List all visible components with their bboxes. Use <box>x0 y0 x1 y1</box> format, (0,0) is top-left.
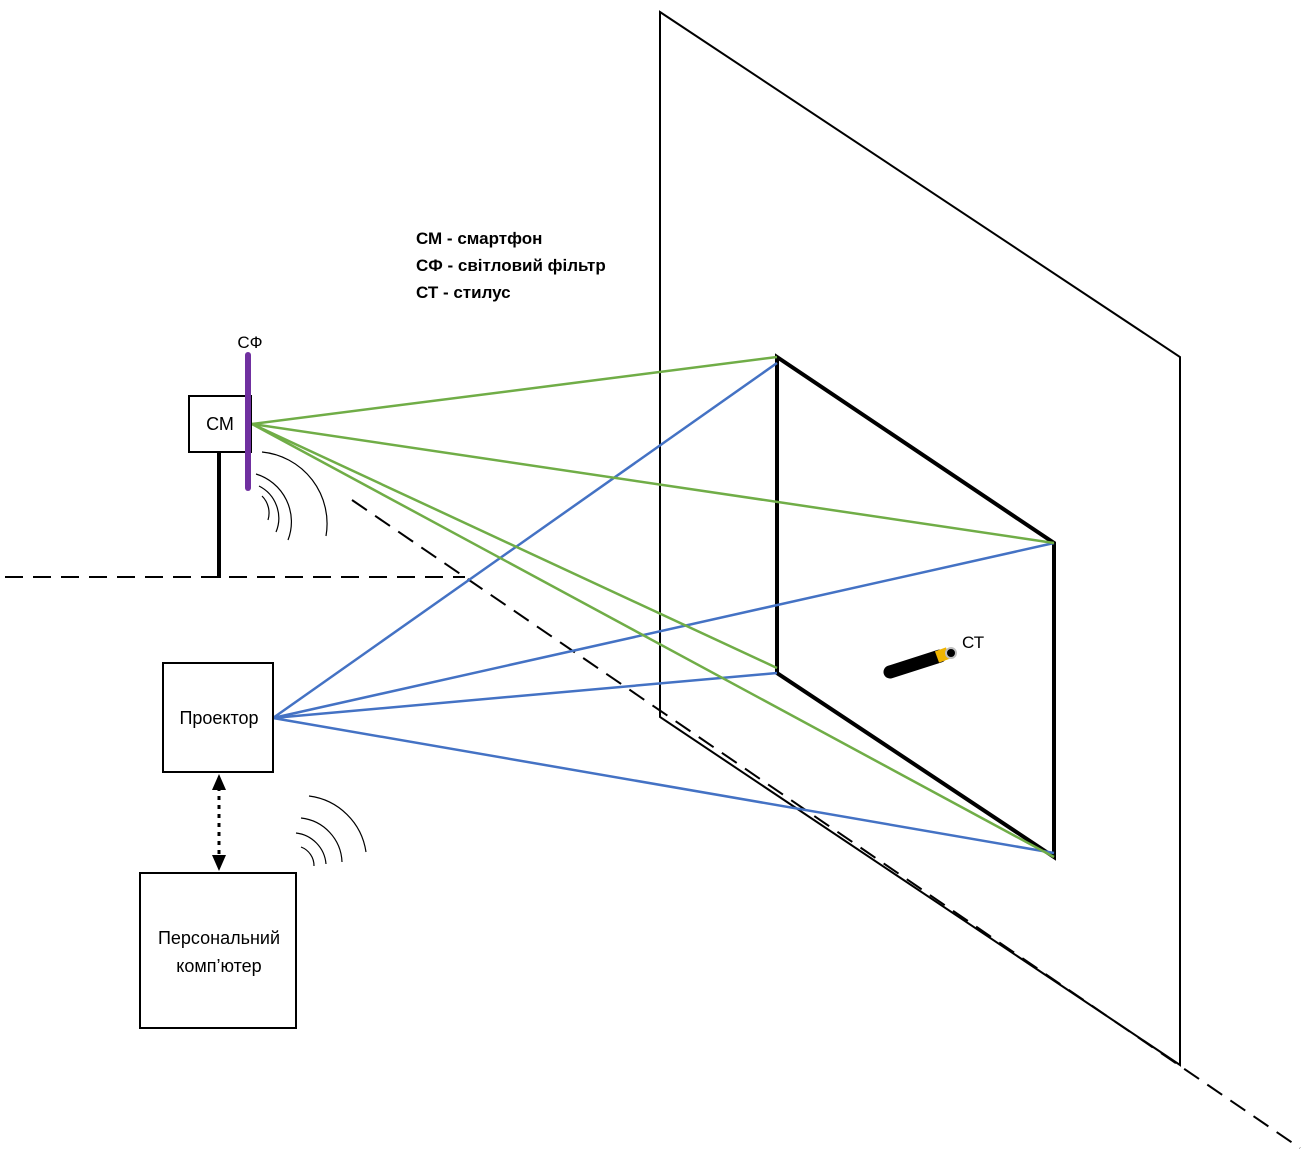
camera-ray-top-right <box>251 422 1055 545</box>
personal-computer-label-line2: комп’ютер <box>176 956 261 976</box>
stylus-label: СТ <box>962 633 984 652</box>
projector-ray-bottom-right <box>272 716 1055 855</box>
stylus-body <box>883 649 947 679</box>
projector-ray-top-left <box>272 361 778 720</box>
smartphone-label: СМ <box>206 414 234 434</box>
arrow-down-icon <box>212 855 226 871</box>
wireless-signal-icon <box>295 795 367 867</box>
projector-ray-bottom-left <box>272 671 778 720</box>
camera-ray-bottom-left <box>251 422 778 670</box>
filter-label: СФ <box>237 333 262 352</box>
camera-rays <box>251 355 1055 859</box>
legend-filter: СФ - світловий фільтр <box>416 256 606 275</box>
wall-plane <box>659 10 1181 1067</box>
personal-computer-label-line1: Персональний <box>158 928 280 948</box>
stylus-cap <box>945 647 957 659</box>
projector-ray-top-right <box>272 541 1055 720</box>
projector-label: Проектор <box>179 708 258 728</box>
smartphone-box <box>188 395 252 453</box>
camera-ray-top-left <box>251 355 778 426</box>
arrow-up-icon <box>212 774 226 790</box>
projector-rays <box>272 361 1055 855</box>
legend: СМ - смартфон СФ - світловий фільтр СТ -… <box>416 229 606 302</box>
wireless-signal-icon <box>255 451 328 541</box>
camera-ray-bottom-right <box>251 422 1055 859</box>
stylus <box>883 647 957 679</box>
legend-smartphone: СМ - смартфон <box>416 229 542 248</box>
projector-box <box>162 662 274 773</box>
personal-computer-box <box>139 872 297 1029</box>
legend-stylus: СТ - стилус <box>416 283 511 302</box>
